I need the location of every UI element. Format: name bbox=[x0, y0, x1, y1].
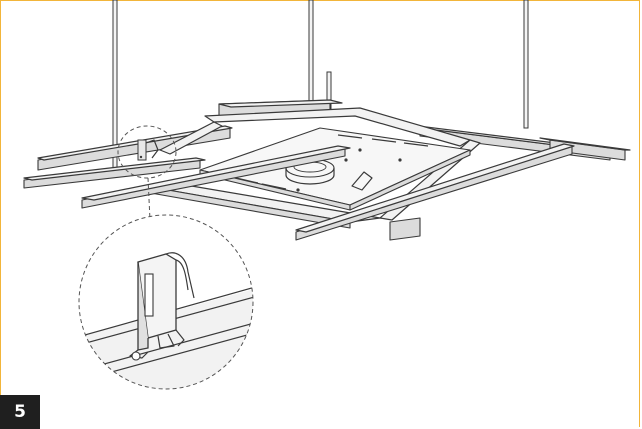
magnified-clip-detail bbox=[78, 214, 254, 390]
callout-connector bbox=[147, 177, 151, 221]
detail-callout-source bbox=[117, 125, 177, 179]
tee-grid-frame bbox=[144, 107, 481, 229]
front-left-cross-rail bbox=[81, 145, 351, 209]
step-number-badge: 5 bbox=[0, 395, 40, 429]
mounting-plate bbox=[199, 127, 471, 211]
left-main-runner bbox=[23, 125, 233, 189]
left-rail-clip bbox=[137, 139, 159, 161]
front-right-cross-rail bbox=[295, 143, 575, 241]
